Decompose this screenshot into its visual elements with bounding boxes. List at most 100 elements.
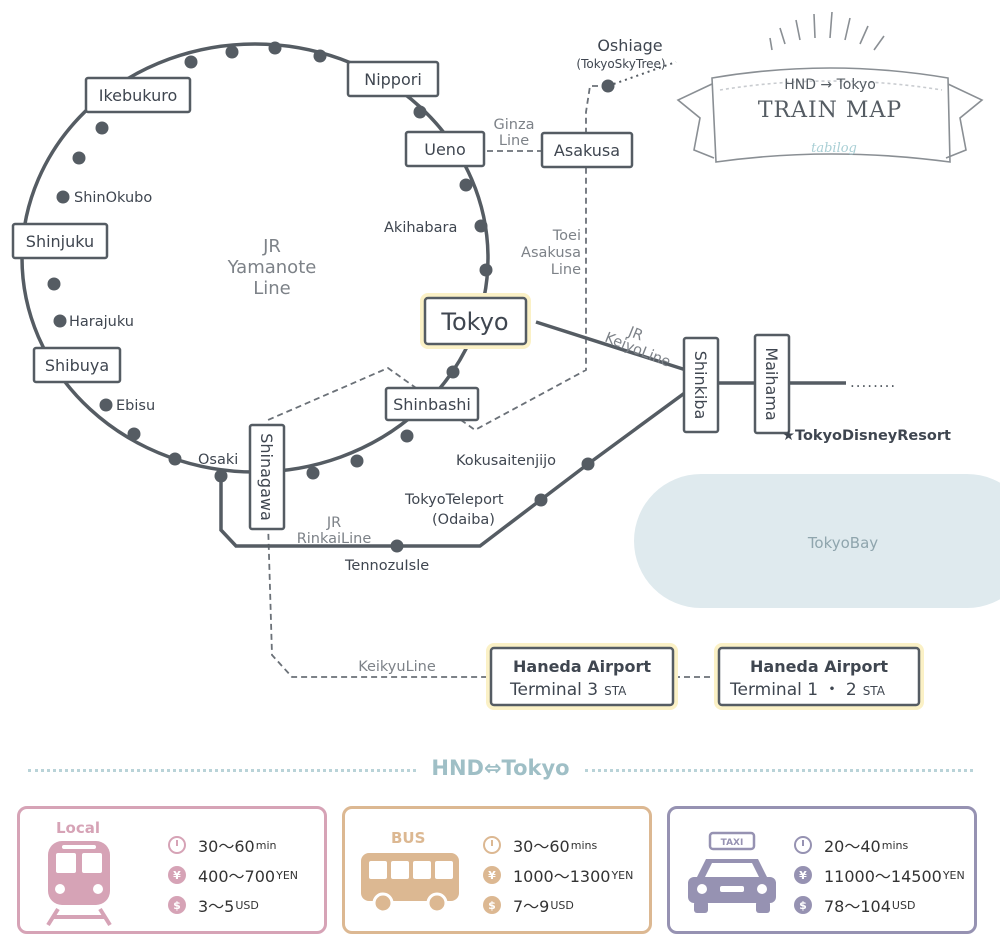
station-dot xyxy=(72,151,86,165)
label-disney-resort: ★TokyoDisneyResort xyxy=(782,428,951,444)
station-dot xyxy=(53,314,67,328)
label-oshiage-sub: (TokyoSkyTree) xyxy=(576,57,665,71)
taxi-icon: TAXI xyxy=(688,831,776,913)
yamanote-station-dots xyxy=(47,41,493,483)
yen-icon: ¥ xyxy=(794,866,812,884)
bus-icon xyxy=(361,853,459,914)
label-tennozuisle: TennozuIsle xyxy=(344,558,429,574)
station-label: Asakusa xyxy=(554,141,620,160)
tokyo-bay-label: TokyoBay xyxy=(807,534,878,552)
station-asakusa[interactable]: Asakusa xyxy=(540,131,634,169)
station-label: Tokyo xyxy=(440,308,508,336)
station-label: Maihama xyxy=(762,347,781,420)
yamanote-label-1: JR xyxy=(262,236,281,257)
rinkai-label-1: JR xyxy=(326,515,341,531)
station-dot xyxy=(95,121,109,135)
yen-icon: ¥ xyxy=(168,866,186,884)
tokyo-bay-area xyxy=(634,474,1000,608)
rinkai-line xyxy=(219,390,688,548)
ginza-label-1: Ginza xyxy=(494,117,535,133)
airport-label-line1: Haneda Airport xyxy=(750,657,888,676)
label-shinokubo: ShinOkubo xyxy=(74,190,152,206)
station-dot xyxy=(306,466,320,480)
station-shibuya[interactable]: Shibuya xyxy=(32,346,122,384)
station-dot xyxy=(459,178,473,192)
taxi-sign-label: TAXI xyxy=(721,838,744,848)
stopwatch-icon xyxy=(168,836,186,854)
card-label: BUS xyxy=(391,829,426,847)
station-ueno[interactable]: Ueno xyxy=(404,130,486,168)
station-dot xyxy=(268,41,282,55)
dollar-icon: $ xyxy=(794,896,812,914)
station-label: Nippori xyxy=(364,70,422,89)
banner-title: TRAIN MAP xyxy=(758,98,902,123)
divider-left xyxy=(28,769,416,772)
station-dot xyxy=(446,365,460,379)
station-maihama[interactable]: Maihama xyxy=(753,333,791,435)
station-nippori[interactable]: Nippori xyxy=(346,60,440,98)
keiyo-continuation-dots: ........ xyxy=(850,373,896,391)
station-dot xyxy=(47,277,61,291)
station-dot xyxy=(313,49,327,63)
label-tokyoteleport-sub: (Odaiba) xyxy=(432,512,495,528)
title-banner xyxy=(676,11,984,163)
label-akihabara: Akihabara xyxy=(384,220,457,236)
keikyu-label: KeikyuLine xyxy=(358,659,436,675)
station-ikebukuro[interactable]: Ikebukuro xyxy=(84,76,192,114)
divider-right xyxy=(585,769,973,772)
station-shinkiba[interactable]: Shinkiba xyxy=(682,336,720,434)
airport-label-line1: Haneda Airport xyxy=(513,657,651,676)
card-label: Local xyxy=(56,819,101,837)
station-label: Shinkiba xyxy=(691,351,710,420)
station-dot xyxy=(479,263,493,277)
station-dot xyxy=(56,190,70,204)
station-dot xyxy=(474,219,488,233)
station-label: Ikebukuro xyxy=(99,86,177,105)
label-osaki: Osaki xyxy=(198,452,238,468)
toei-keikyu-line xyxy=(267,85,608,678)
yen-icon: ¥ xyxy=(483,866,501,884)
yamanote-label-2: Yamanote xyxy=(227,257,317,278)
yamanote-label-3: Line xyxy=(253,278,291,299)
station-dot xyxy=(214,469,228,483)
station-shinagawa[interactable]: Shinagawa xyxy=(248,423,286,531)
keiyo-line xyxy=(535,320,846,385)
stopwatch-icon xyxy=(483,836,501,854)
toei-label-2: Asakusa xyxy=(521,245,581,261)
station-dot xyxy=(225,45,239,59)
station-tokyo[interactable]: Tokyo xyxy=(420,293,531,349)
station-shinbashi[interactable]: Shinbashi xyxy=(384,386,480,422)
train-icon xyxy=(46,841,112,927)
toei-label-3: Line xyxy=(551,262,581,278)
station-shinjuku[interactable]: Shinjuku xyxy=(11,222,109,260)
oshiage-dotted-line xyxy=(607,61,677,87)
station-label: Shinbashi xyxy=(393,395,471,414)
station-label: Shinagawa xyxy=(257,433,276,521)
tennozuisle-dot xyxy=(390,539,404,553)
label-kokusaitenjijo: Kokusaitenjijo xyxy=(456,453,556,469)
banner-route: HND → Tokyo xyxy=(784,77,876,93)
station-dot xyxy=(184,55,198,69)
rinkai-label-2: RinkaiLine xyxy=(297,531,372,547)
banner-signature: tabilog xyxy=(811,141,857,156)
label-tokyoteleport: TokyoTeleport xyxy=(404,492,504,508)
station-label: Ueno xyxy=(424,140,465,159)
station-dot xyxy=(168,452,182,466)
station-dot xyxy=(350,454,364,468)
station-dot xyxy=(413,105,427,119)
section-heading: HND⇔Tokyo xyxy=(431,756,570,780)
